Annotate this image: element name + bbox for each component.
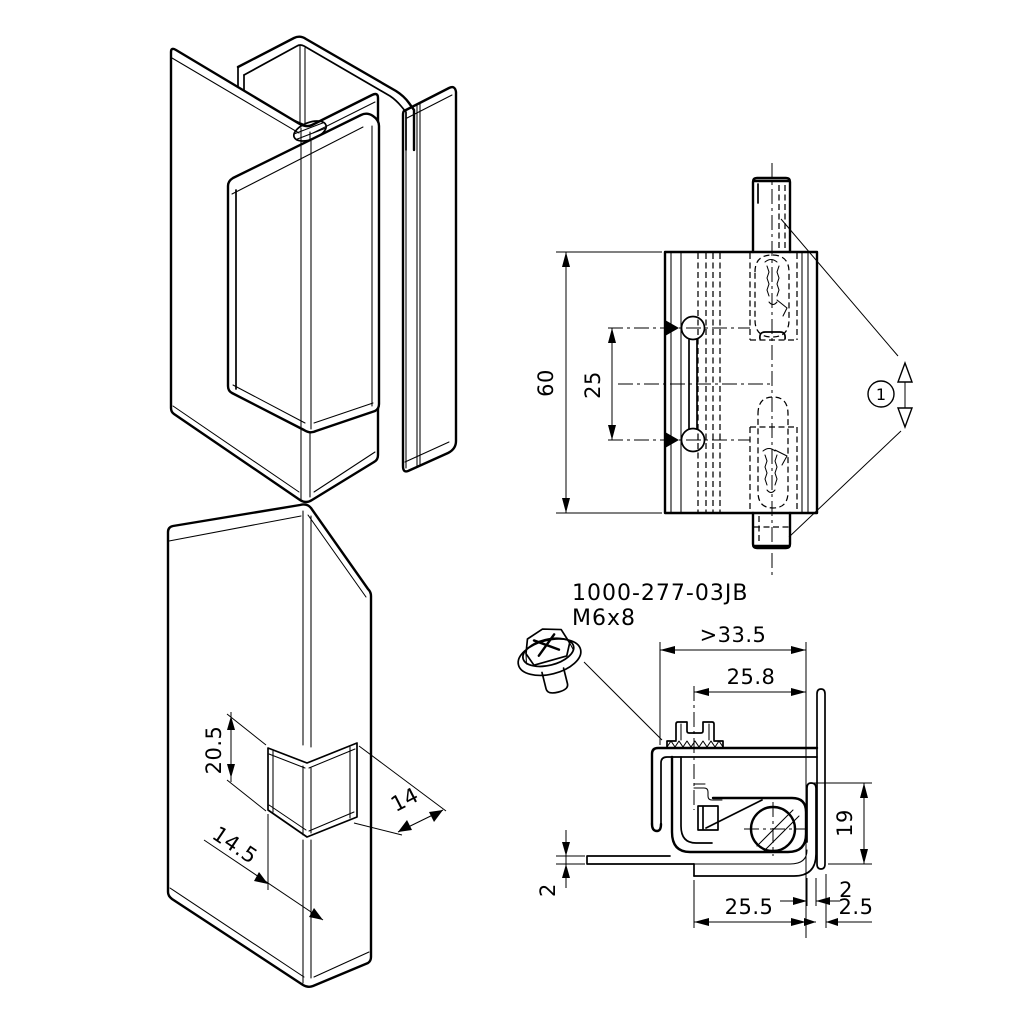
iso-hinge-leaf — [226, 112, 381, 434]
dim-sheet-thickness-right-label: 2 — [839, 878, 853, 902]
part-number-label: 1000-277-03JB — [572, 581, 748, 606]
dim-screw-offset-label: 25.8 — [727, 665, 776, 689]
dim-hole-spacing: 25 — [581, 328, 616, 440]
dim-edge-gap-label: 2.5 — [839, 895, 874, 919]
dim-total-height-label: 60 — [534, 369, 558, 397]
balloon-callout: 1 — [780, 218, 914, 538]
iso-cutout-hole — [267, 742, 358, 838]
dim-cutout-width-label: 14 — [387, 783, 423, 817]
thread-size-label: M6x8 — [572, 606, 636, 631]
dim-bottom-width-label: 25.5 — [725, 895, 774, 919]
dim-sheet-thickness-left: 2 — [536, 830, 585, 897]
dim-bottom-width: 25.5 — [693, 880, 806, 928]
dim-flange-height: 19 — [812, 782, 872, 865]
dim-cutout-height-label: 20.5 — [202, 726, 226, 775]
dim-total-height: 60 — [534, 251, 662, 514]
section-frame-profile — [650, 688, 826, 870]
dim-flange-height-label: 19 — [833, 809, 857, 837]
section-hinge-leaf — [670, 755, 808, 856]
dim-screw-offset: 25.8 — [694, 665, 806, 696]
travel-direction-arrow — [896, 360, 914, 430]
dim-sheet-thickness-left-label: 2 — [536, 883, 560, 897]
section-bottom-sheets — [586, 782, 817, 877]
dim-cutout-height: 20.5 — [202, 712, 267, 812]
section-screw — [666, 721, 724, 749]
front-hole-centerlines — [608, 327, 750, 441]
dim-min-width: >33.5 — [659, 623, 807, 938]
front-view: 60 25 1 — [534, 163, 914, 575]
dim-hole-spacing-label: 25 — [581, 371, 605, 399]
dim-min-width-label: >33.5 — [700, 623, 767, 647]
iso-cutout-view: 20.5 14 14.5 — [166, 503, 447, 988]
balloon-number: 1 — [876, 385, 886, 404]
screw-icon — [517, 628, 582, 694]
iso-assembled-view — [169, 35, 458, 504]
section-view: 1000-277-03JB M6x8 — [517, 581, 873, 938]
front-body — [663, 250, 819, 515]
dim-edge-gap: 2.5 — [796, 874, 873, 928]
balloon-circle — [867, 380, 895, 408]
screw-leader-line — [583, 661, 663, 741]
iso-frame-profile-right — [401, 85, 458, 473]
iso-cutout-panel — [166, 503, 373, 988]
